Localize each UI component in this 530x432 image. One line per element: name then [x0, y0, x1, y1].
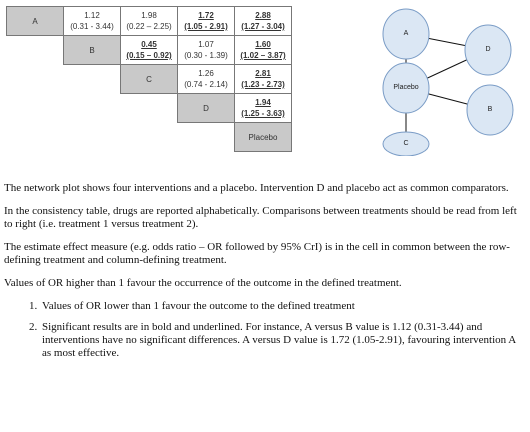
empty-cell — [121, 94, 178, 123]
treatment-cell: B — [63, 35, 121, 65]
league-table: A 1.12 (0.31 - 3.44) 1.98 (0.22 – 2.25) 1.72 (… — [6, 6, 292, 152]
node-c-label: C — [403, 140, 409, 147]
list-item-1: Values of OR lower than 1 favour the out… — [40, 300, 522, 313]
empty-cell — [64, 123, 121, 152]
node-placebo-label: Placebo — [393, 84, 419, 91]
comparison-cell: 1.26 (0.74 - 2.14) — [177, 64, 235, 94]
empty-cell — [178, 123, 235, 152]
numbered-list: Values of OR lower than 1 favour the out… — [4, 300, 522, 360]
league-row: B 0.45 (0.15 – 0.92) 1.07 (0.30 - 1.39) 1.60 (… — [7, 35, 292, 65]
comparison-cell: 1.94 (1.25 - 3.63) — [234, 93, 292, 123]
node-b-label: B — [487, 106, 493, 113]
node-a-label: A — [403, 30, 409, 37]
odds-ratio-value: 0.45 — [141, 40, 157, 49]
node-a — [382, 8, 430, 60]
credible-interval: (1.05 - 2.91) — [184, 22, 228, 31]
credible-interval: (1.27 - 3.04) — [241, 22, 285, 31]
credible-interval: (0.31 - 3.44) — [70, 22, 114, 31]
empty-cell — [64, 94, 121, 123]
treatment-cell: Placebo — [234, 122, 292, 152]
credible-interval: (1.23 - 2.73) — [241, 80, 285, 89]
paragraph-values-higher: Values of OR higher than 1 favour the oc… — [4, 277, 402, 289]
comparison-cell: 2.81 (1.23 - 2.73) — [234, 64, 292, 94]
credible-interval: (0.74 - 2.14) — [184, 80, 228, 89]
odds-ratio-value: 1.12 — [84, 11, 100, 20]
network-graph — [382, 8, 514, 156]
comparison-cell: 2.88 (1.27 - 3.04) — [234, 6, 292, 36]
comparison-cell: 1.12 (0.31 - 3.44) — [63, 6, 121, 36]
empty-cell — [7, 36, 64, 65]
league-row: A 1.12 (0.31 - 3.44) 1.98 (0.22 – 2.25) 1.72 (… — [6, 6, 292, 36]
network-plot: A D Placebo B C — [366, 4, 528, 156]
odds-ratio-value: 1.94 — [255, 98, 271, 107]
node-b — [466, 84, 514, 136]
odds-ratio-value: 2.81 — [255, 69, 271, 78]
empty-cell — [7, 123, 64, 152]
comparison-cell: 1.07 (0.30 - 1.39) — [177, 35, 235, 65]
credible-interval: (0.22 – 2.25) — [126, 22, 172, 31]
odds-ratio-value: 1.26 — [198, 69, 214, 78]
empty-cell — [7, 65, 64, 94]
credible-interval: (1.25 - 3.63) — [241, 109, 285, 118]
comparison-cell: 0.45 (0.15 – 0.92) — [120, 35, 178, 65]
paragraph-network: The network plot shows four intervention… — [4, 182, 509, 194]
league-table-grid: A 1.12 (0.31 - 3.44) 1.98 (0.22 – 2.25) 1.72 (… — [6, 6, 292, 152]
empty-cell — [64, 65, 121, 94]
node-d — [464, 24, 512, 76]
odds-ratio-value: 1.72 — [198, 11, 214, 20]
list-item-2: Significant results are in bold and unde… — [40, 321, 522, 360]
odds-ratio-value: 1.98 — [141, 11, 157, 20]
treatment-cell: C — [120, 64, 178, 94]
empty-cell — [7, 94, 64, 123]
explanation-text: The network plot shows four intervention… — [4, 182, 522, 368]
paragraph-effect-measure: The estimate effect measure (e.g. odds r… — [4, 241, 510, 266]
comparison-cell: 1.72 (1.05 - 2.91) — [177, 6, 235, 36]
league-row: Placebo — [7, 122, 292, 152]
league-row: C 1.26 (0.74 - 2.14) 2.81 (1.23 - 2.73) — [7, 64, 292, 94]
treatment-cell: D — [177, 93, 235, 123]
paragraph-consistency: In the consistency table, drugs are repo… — [4, 205, 517, 230]
credible-interval: (1.02 – 3.87) — [240, 51, 286, 60]
odds-ratio-value: 2.88 — [255, 11, 271, 20]
empty-cell — [121, 123, 178, 152]
odds-ratio-value: 1.60 — [255, 40, 271, 49]
comparison-cell: 1.60 (1.02 – 3.87) — [234, 35, 292, 65]
credible-interval: (0.30 - 1.39) — [184, 51, 228, 60]
node-c — [382, 131, 430, 156]
odds-ratio-value: 1.07 — [198, 40, 214, 49]
node-d-label: D — [485, 46, 491, 53]
comparison-cell: 1.98 (0.22 – 2.25) — [120, 6, 178, 36]
node-placebo — [382, 62, 430, 114]
treatment-cell: A — [6, 6, 64, 36]
league-row: D 1.94 (1.25 - 3.63) — [7, 93, 292, 123]
credible-interval: (0.15 – 0.92) — [126, 51, 172, 60]
